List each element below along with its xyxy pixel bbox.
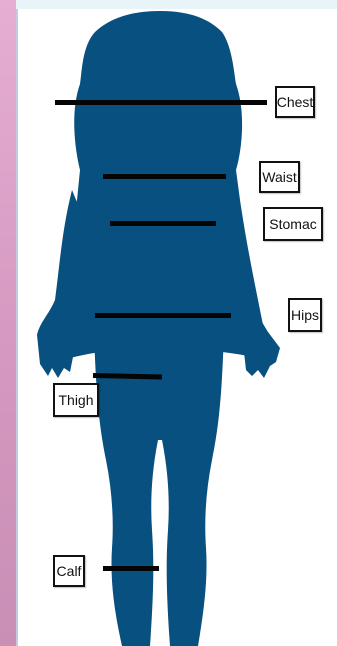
chest-line <box>55 100 267 105</box>
stomach-line <box>110 221 216 226</box>
stomach-label: Stomac <box>263 207 323 241</box>
waist-line <box>103 174 226 179</box>
right-leg-shape <box>158 330 224 646</box>
waist-label: Waist <box>259 161 300 193</box>
hips-line <box>95 313 231 318</box>
thigh-label: Thigh <box>53 383 99 417</box>
calf-label: Calf <box>53 555 85 587</box>
silhouette-shapes <box>37 11 280 646</box>
calf-line <box>103 566 159 571</box>
hips-label: Hips <box>288 298 322 332</box>
chest-label: Chest <box>275 86 315 118</box>
